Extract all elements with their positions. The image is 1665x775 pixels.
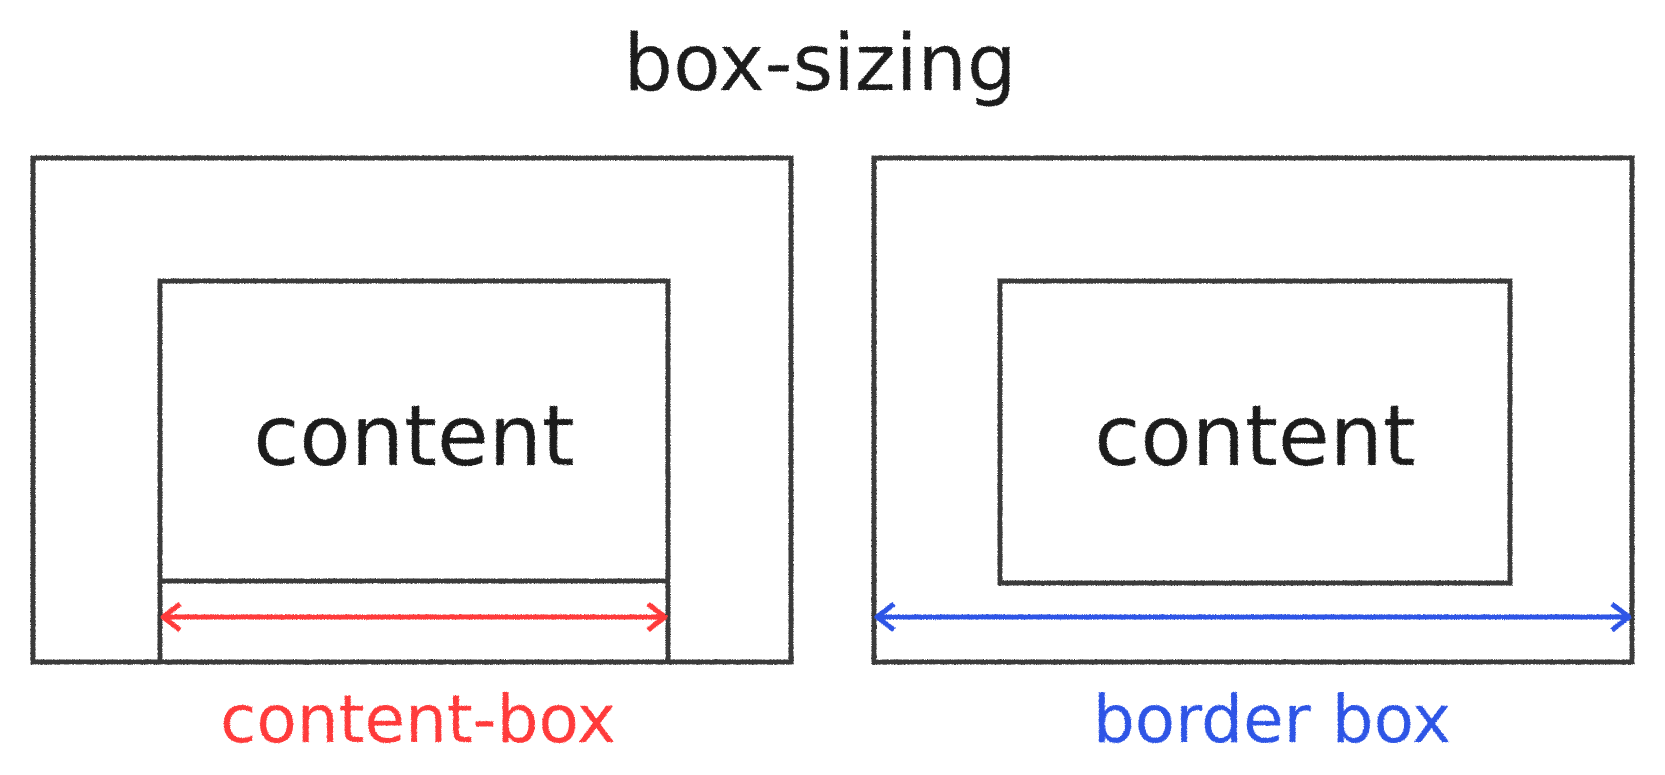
border-box-width-arrow bbox=[874, 602, 1632, 632]
outer-box bbox=[30, 155, 794, 665]
content-area-box bbox=[997, 278, 1513, 586]
outer-box bbox=[871, 155, 1635, 665]
content-box-width-arrow bbox=[160, 602, 668, 632]
content-box-caption: content-box bbox=[220, 681, 616, 758]
content-area-box bbox=[157, 278, 671, 584]
content-box-diagram: content bbox=[30, 155, 794, 665]
border-box-caption: border box bbox=[1093, 681, 1451, 758]
diagram-title: box-sizing bbox=[623, 19, 1016, 109]
border-box-diagram: content bbox=[871, 155, 1635, 665]
content-label: content bbox=[253, 387, 575, 485]
content-label: content bbox=[1094, 387, 1416, 485]
